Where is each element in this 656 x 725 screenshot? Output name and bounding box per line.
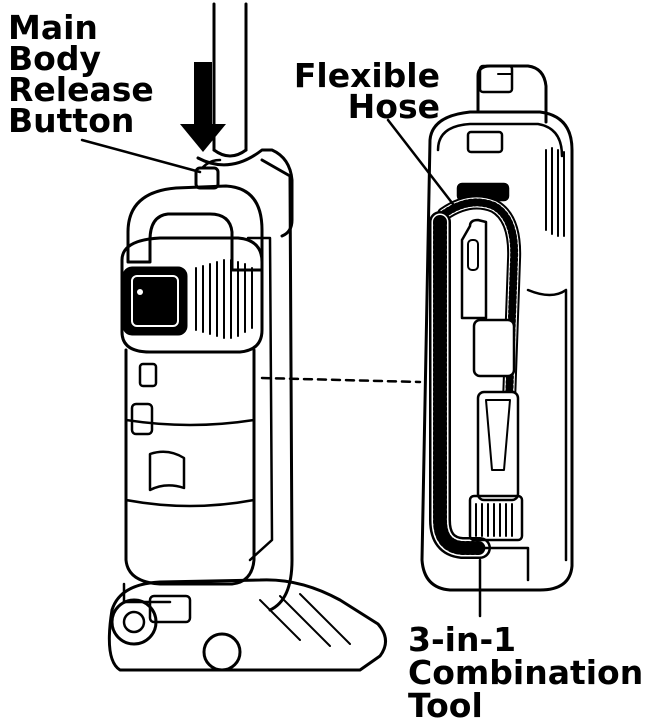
leader-release (80, 138, 202, 174)
rear-view-vacuum (420, 64, 574, 592)
label-main-body-release-button: Main Body Release Button (8, 8, 154, 140)
carry-loop (126, 184, 264, 272)
wheel-right (202, 632, 242, 672)
leader-alignment (260, 376, 422, 384)
leader-hose (386, 118, 458, 210)
label-combination-tool: 3-in-1 Combination Tool (408, 620, 644, 725)
label-flexible-hose: Flexible Hose (293, 56, 440, 126)
floor-head (107, 578, 387, 672)
dust-tank (124, 348, 256, 586)
frame-rail (260, 158, 294, 612)
rear-body (420, 110, 574, 592)
leader-lines (80, 118, 482, 618)
tank-latch (130, 402, 154, 436)
press-arrow (180, 62, 226, 152)
motor-housing (120, 236, 264, 354)
combination-tool (476, 390, 520, 502)
upright-vacuum (107, 2, 387, 672)
neck (196, 148, 294, 238)
